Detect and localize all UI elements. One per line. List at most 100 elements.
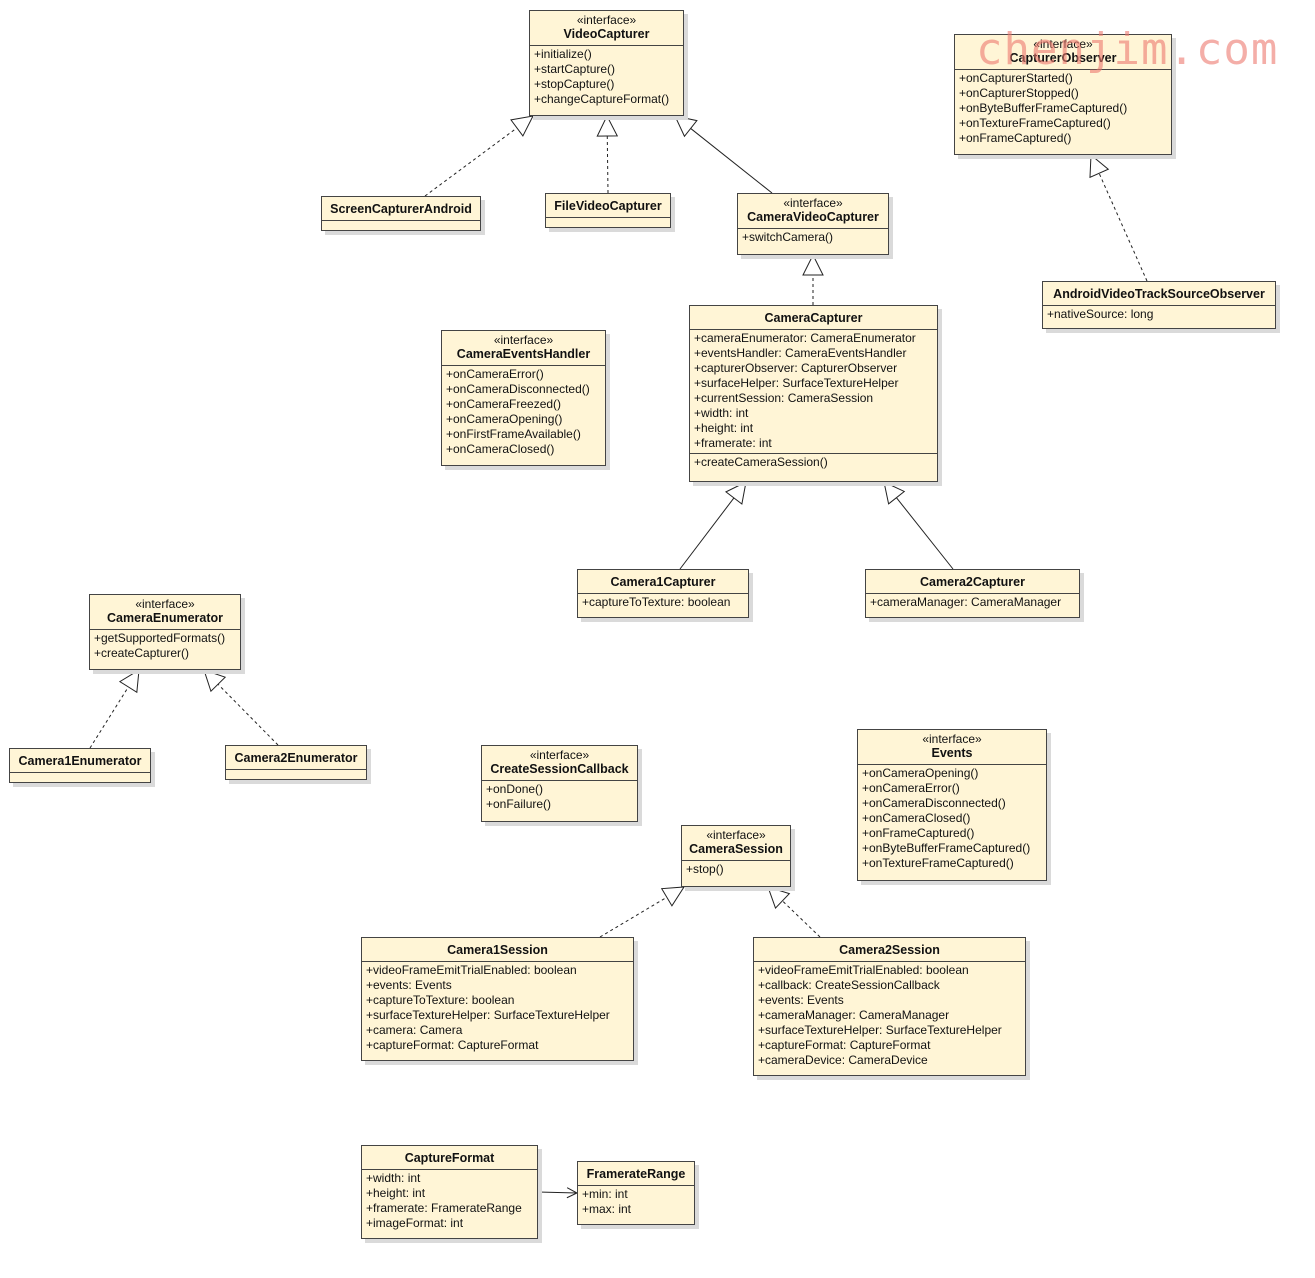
realization-line <box>424 127 518 197</box>
attribute: +events: Events <box>366 978 452 992</box>
methods-compartment: +initialize()+startCapture()+stopCapture… <box>530 45 683 109</box>
attribute: +framerate: int <box>694 436 772 450</box>
realization-line <box>89 686 129 749</box>
class-camera1-session[interactable]: Camera1Session +videoFrameEmitTrialEnabl… <box>361 937 634 1061</box>
attribute: +events: Events <box>758 993 844 1007</box>
attribute: +width: int <box>366 1171 421 1185</box>
methods-compartment: +stop() <box>682 860 790 879</box>
attribute: +callback: CreateSessionCallback <box>758 978 940 992</box>
attributes-compartment: +min: int+max: int <box>578 1185 694 1219</box>
attribute: +min: int <box>582 1187 628 1201</box>
class-name: FileVideoCapturer <box>554 199 662 213</box>
class-android-video-track-source-observer[interactable]: AndroidVideoTrackSourceObserver +nativeS… <box>1042 281 1276 329</box>
stereotype: «interface» <box>529 748 590 762</box>
class-name: Camera1Session <box>447 943 548 957</box>
method: +onFailure() <box>486 797 552 811</box>
class-camera-events-handler[interactable]: «interface»CameraEventsHandler +onCamera… <box>441 330 606 466</box>
class-name: CameraCapturer <box>764 311 863 325</box>
class-video-capturer[interactable]: «interface»VideoCapturer +initialize()+s… <box>529 10 684 116</box>
attribute: +currentSession: CameraSession <box>694 391 874 405</box>
generalization-line <box>690 128 773 194</box>
attribute: +captureFormat: CaptureFormat <box>758 1038 931 1052</box>
class-name: Camera2Capturer <box>920 575 1025 589</box>
class-screen-capturer-android[interactable]: ScreenCapturerAndroid <box>321 196 481 231</box>
realization-line <box>217 683 279 746</box>
method: +initialize() <box>534 47 592 61</box>
attribute: +cameraManager: CameraManager <box>758 1008 950 1022</box>
class-capture-format[interactable]: CaptureFormat +width: int+height: int+fr… <box>361 1145 538 1239</box>
attribute: +capturerObserver: CapturerObserver <box>694 361 898 375</box>
attribute: +height: int <box>366 1186 426 1200</box>
attribute: +imageFormat: int <box>366 1216 464 1230</box>
attribute: +height: int <box>694 421 754 435</box>
attribute: +max: int <box>582 1202 632 1216</box>
method: +stopCapture() <box>534 77 615 91</box>
class-events[interactable]: «interface»Events +onCameraOpening()+onC… <box>857 729 1047 881</box>
method: +startCapture() <box>534 62 616 76</box>
attribute: +nativeSource: long <box>1047 307 1154 321</box>
hollow-triangle-arrowhead <box>724 481 747 505</box>
method: +createCameraSession() <box>694 455 828 469</box>
method: +onTextureFrameCaptured() <box>862 856 1014 870</box>
class-camera-enumerator[interactable]: «interface»CameraEnumerator +getSupporte… <box>89 594 241 670</box>
hollow-triangle-arrowhead <box>883 481 906 505</box>
attribute: +videoFrameEmitTrialEnabled: boolean <box>758 963 969 977</box>
method: +changeCaptureFormat() <box>534 92 670 106</box>
attribute: +surfaceHelper: SurfaceTextureHelper <box>694 376 899 390</box>
stereotype: «interface» <box>922 732 982 746</box>
class-camera1-enumerator[interactable]: Camera1Enumerator <box>9 748 151 783</box>
attribute: +captureToTexture: boolean <box>582 595 731 609</box>
method: +onCameraError() <box>446 367 544 381</box>
attribute: +cameraManager: CameraManager <box>870 595 1062 609</box>
class-camera2-session[interactable]: Camera2Session +videoFrameEmitTrialEnabl… <box>753 937 1026 1076</box>
attribute: +cameraEnumerator: CameraEnumerator <box>694 331 916 345</box>
hollow-triangle-arrowhead <box>802 253 824 276</box>
class-camera-capturer[interactable]: CameraCapturer +cameraEnumerator: Camera… <box>689 305 938 482</box>
generalization-line <box>679 497 735 570</box>
method: +onCameraFreezed() <box>446 397 562 411</box>
method: +onDone() <box>486 782 544 796</box>
class-camera-video-capturer[interactable]: «interface»CameraVideoCapturer +switchCa… <box>737 193 889 255</box>
hollow-triangle-arrowhead <box>203 669 227 693</box>
class-camera1-capturer[interactable]: Camera1Capturer +captureToTexture: boole… <box>577 569 749 618</box>
class-camera2-capturer[interactable]: Camera2Capturer +cameraManager: CameraMa… <box>865 569 1080 618</box>
association-line <box>537 1191 578 1194</box>
attributes-compartment: +cameraManager: CameraManager <box>866 593 1079 612</box>
methods-compartment: +getSupportedFormats()+createCapturer() <box>90 629 240 663</box>
class-name: AndroidVideoTrackSourceObserver <box>1053 287 1265 301</box>
empty-compartment <box>10 772 150 782</box>
stereotype: «interface» <box>135 597 195 611</box>
hollow-triangle-arrowhead <box>660 886 685 907</box>
class-name: Camera2Enumerator <box>234 751 358 765</box>
method: +onCameraDisconnected() <box>862 796 1006 810</box>
empty-compartment <box>226 769 366 779</box>
attribute: +eventsHandler: CameraEventsHandler <box>694 346 907 360</box>
methods-compartment: +onCapturerStarted()+onCapturerStopped()… <box>955 69 1171 148</box>
method: +onCameraClosed() <box>446 442 555 456</box>
methods-compartment: +onCameraError()+onCameraDisconnected()+… <box>442 365 605 459</box>
class-create-session-callback[interactable]: «interface»CreateSessionCallback +onDone… <box>481 745 638 822</box>
class-camera-session[interactable]: «interface»CameraSession +stop() <box>681 825 791 887</box>
hollow-triangle-arrowhead <box>1089 153 1110 179</box>
class-name: CameraEventsHandler <box>456 347 591 361</box>
attributes-compartment: +nativeSource: long <box>1043 305 1275 324</box>
method: +onByteBufferFrameCaptured() <box>862 841 1031 855</box>
class-framerate-range[interactable]: FramerateRange +min: int+max: int <box>577 1161 695 1225</box>
method: +onFirstFrameAvailable() <box>446 427 581 441</box>
stereotype: «interface» <box>706 828 766 842</box>
class-capturer-observer[interactable]: «interface»CapturerObserver +onCapturerS… <box>954 34 1172 155</box>
hollow-triangle-arrowhead <box>118 669 140 694</box>
class-file-video-capturer[interactable]: FileVideoCapturer <box>545 193 671 228</box>
stereotype: «interface» <box>1033 37 1093 51</box>
class-camera2-enumerator[interactable]: Camera2Enumerator <box>225 745 367 780</box>
realization-line <box>782 900 821 938</box>
class-name: CameraSession <box>689 842 783 856</box>
method: +onByteBufferFrameCaptured() <box>959 101 1128 115</box>
methods-compartment: +switchCamera() <box>738 228 888 247</box>
method: +onFrameCaptured() <box>862 826 975 840</box>
attribute: +videoFrameEmitTrialEnabled: boolean <box>366 963 577 977</box>
hollow-triangle-arrowhead <box>510 115 534 137</box>
method: +onTextureFrameCaptured() <box>959 116 1111 130</box>
attribute: +width: int <box>694 406 749 420</box>
